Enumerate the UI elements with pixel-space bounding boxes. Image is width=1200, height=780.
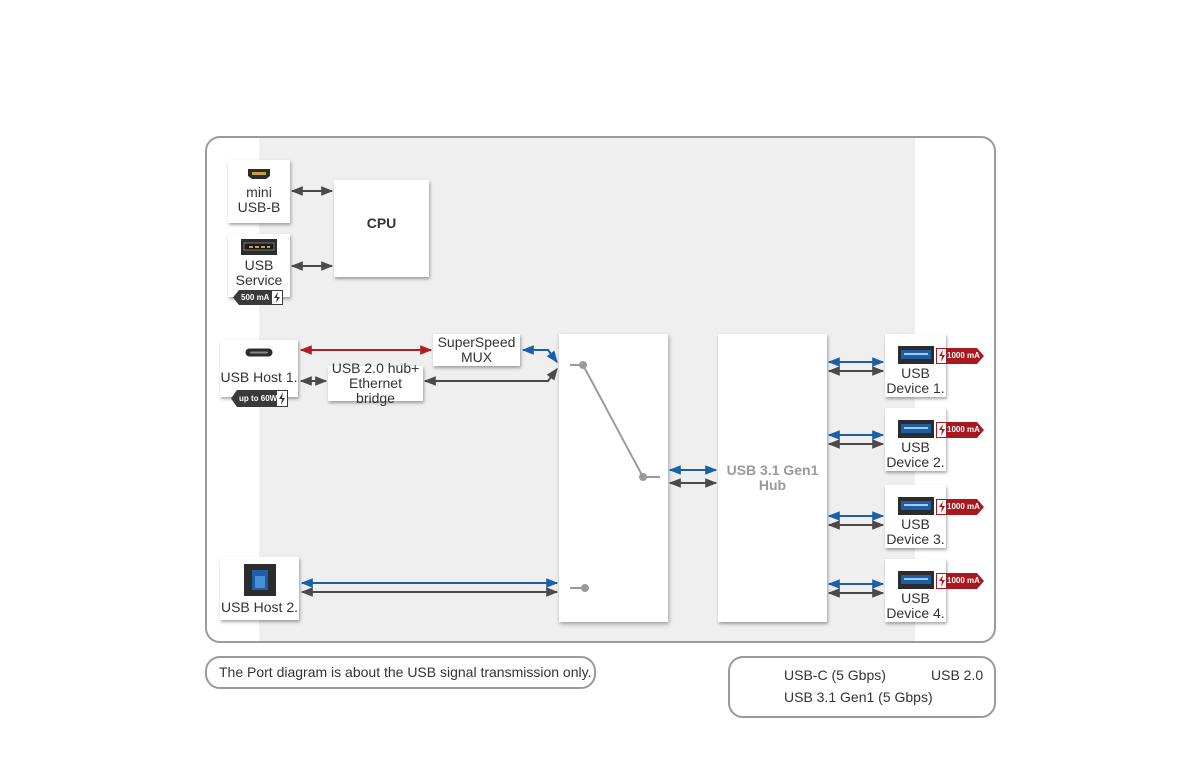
usb-device-3-label-1: USB xyxy=(901,516,930,532)
usb-device-2-port: USB Device 2. xyxy=(885,408,946,471)
legend-usb-c-label: USB-C (5 Gbps) xyxy=(784,667,886,683)
legend-usb-20-label: USB 2.0 xyxy=(931,667,984,683)
usb-host-1-badge-text: up to 60W xyxy=(239,394,278,403)
line-hub-switch xyxy=(423,368,558,386)
usb-host-1-power-badge: up to 60W xyxy=(231,390,288,407)
lightning-icon xyxy=(939,350,945,362)
mini-usb-b-icon xyxy=(248,169,270,179)
superspeed-mux-block: SuperSpeed MUX xyxy=(433,334,520,366)
cpu-label: CPU xyxy=(366,215,397,231)
usb-device-2-power-badge: 1000 mA xyxy=(936,422,984,438)
cpu-block: CPU xyxy=(334,180,429,277)
usb-host-2-label: USB Host 2. xyxy=(220,599,299,615)
usb31-hub-label-2: Hub xyxy=(758,477,787,493)
usb-a-3-icon xyxy=(897,571,934,589)
usb-b-icon xyxy=(243,564,276,596)
line-mux-switch xyxy=(521,345,558,363)
lightning-icon xyxy=(939,424,945,436)
footnote: The Port diagram is about the USB signal… xyxy=(205,656,596,689)
usb-device-1-power-badge: 1000 mA xyxy=(936,348,984,364)
usb-device-4-port: USB Device 4. xyxy=(885,559,946,622)
usb-device-4-power-badge: 1000 mA xyxy=(936,573,984,589)
usb-host-1-label: USB Host 1. xyxy=(220,369,298,385)
usb-host-1-port: USB Host 1. xyxy=(220,340,298,397)
usb-service-port: USB Service xyxy=(228,234,290,297)
usb-device-1-port: USB Device 1. xyxy=(885,334,946,397)
usb-device-4-label-1: USB xyxy=(901,590,930,606)
hub-device-lines xyxy=(827,357,885,598)
lightning-icon xyxy=(939,501,945,513)
lightning-icon xyxy=(939,575,945,587)
usb-device-3-power-badge: 1000 mA xyxy=(936,499,984,515)
usb-device-2-badge-text: 1000 mA xyxy=(947,425,980,434)
footnote-text: The Port diagram is about the USB signal… xyxy=(219,664,592,680)
usb31-hub-label-1: USB 3.1 Gen1 xyxy=(726,462,819,478)
usb-a-3-icon xyxy=(897,420,934,438)
usb-service-power-badge: 500 mA xyxy=(233,290,283,305)
usb-device-1-label-1: USB xyxy=(901,365,930,381)
legend-usb-31-label: USB 3.1 Gen1 (5 Gbps) xyxy=(784,689,933,705)
mini-usb-b-port: mini USB-B xyxy=(228,160,290,223)
usb-device-2-label-1: USB xyxy=(901,439,930,455)
hub-bridge-label-2: Ethernet bridge xyxy=(349,375,402,406)
usb-service-label-1: USB xyxy=(244,257,274,273)
legend: USB-C (5 Gbps) USB 2.0 USB 3.1 Gen1 (5 G… xyxy=(728,656,996,718)
usb-device-2-label-2: Device 2. xyxy=(886,454,945,470)
mini-usb-b-label-1: mini xyxy=(246,184,272,200)
mini-usb-b-label-2: USB-B xyxy=(237,199,281,215)
usb-device-1-badge-text: 1000 mA xyxy=(947,351,980,360)
mux-label-1: SuperSpeed xyxy=(437,334,516,350)
switch-symbol xyxy=(570,361,660,592)
usb-device-3-label-2: Device 3. xyxy=(886,531,945,547)
usb-device-4-badge-text: 1000 mA xyxy=(947,576,980,585)
usb-a-service-icon xyxy=(241,239,277,255)
usb-a-3-icon xyxy=(897,346,934,364)
usb-device-4-label-2: Device 4. xyxy=(886,605,945,621)
usb-service-badge-text: 500 mA xyxy=(241,293,270,302)
mux-label-2: MUX xyxy=(460,349,493,365)
hub-bridge-label-1: USB 2.0 hub+ xyxy=(331,360,420,376)
lightning-icon xyxy=(279,392,285,405)
usb-device-3-port: USB Device 3. xyxy=(885,485,946,548)
usb-device-3-badge-text: 1000 mA xyxy=(947,502,980,511)
usb-service-label-2: Service xyxy=(235,272,283,288)
usb-a-3-icon xyxy=(897,497,934,515)
lightning-icon xyxy=(274,292,280,303)
usb-c-icon xyxy=(245,348,273,357)
usb-device-1-label-2: Device 1. xyxy=(886,380,945,396)
usb-host-2-port: USB Host 2. xyxy=(220,557,299,620)
usb-hub-ethernet-bridge-block: USB 2.0 hub+ Ethernet bridge xyxy=(328,361,423,406)
usb31-gen1-hub-block: USB 3.1 Gen1 Hub xyxy=(718,334,827,622)
